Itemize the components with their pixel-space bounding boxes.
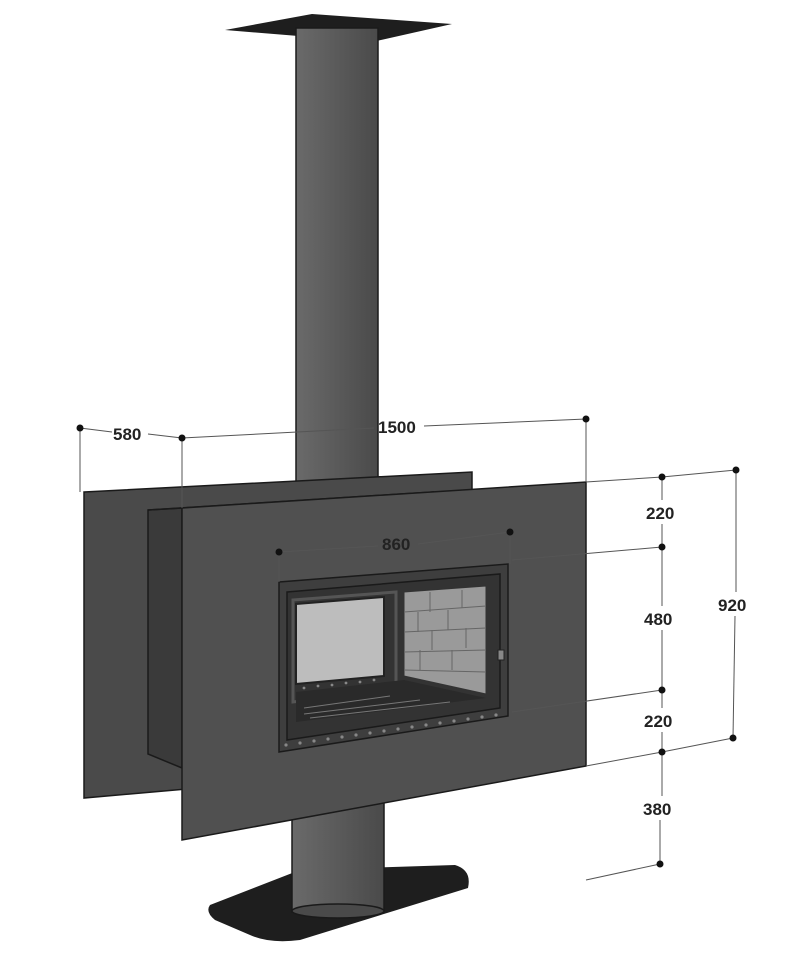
dimension-total-height-label: 920: [718, 596, 746, 615]
grate-lines: [303, 695, 451, 719]
upper-flue-pipe: [295, 27, 379, 491]
lower-pipe: [291, 799, 385, 913]
dimension-height-lines: [511, 466, 740, 881]
dimension-firebox-width-lines: [275, 528, 514, 582]
dimension-firebox-width-label: 860: [382, 535, 410, 554]
dimension-bottom-panel-label: 220: [644, 712, 672, 731]
dimension-depth-label: 580: [113, 425, 141, 444]
firebox-floor: [296, 680, 486, 722]
firebox-left-window: [295, 595, 385, 686]
dimension-top-panel-label: 220: [646, 504, 674, 523]
dimension-base-clearance-label: 380: [643, 800, 671, 819]
lower-pipe-foot: [291, 903, 385, 919]
brick-lines: [403, 590, 487, 673]
side-box: [147, 507, 183, 770]
firebox-brick-wall: [403, 585, 487, 695]
rivet-strip: [284, 678, 498, 747]
dimension-firebox-height-label: 480: [644, 610, 672, 629]
door-handle: [497, 649, 505, 661]
dimension-width-lines: [76, 415, 590, 508]
dimension-width-label: 1500: [378, 418, 416, 437]
